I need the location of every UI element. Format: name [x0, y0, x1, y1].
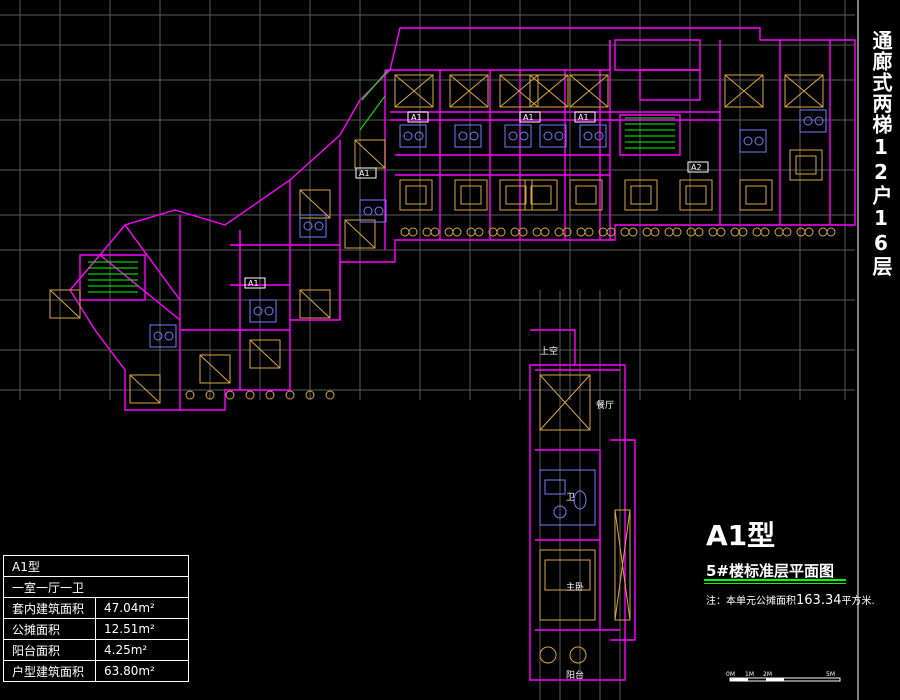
unit-tags: A1 A1 A1 A1 A1 A2 — [244, 111, 709, 289]
row-value: 4.25m² — [95, 639, 189, 661]
unit-tag: A1 — [523, 113, 534, 122]
title-underline — [704, 579, 846, 581]
unit-detail-furniture — [539, 374, 631, 664]
unit-tag: A1 — [411, 113, 422, 122]
room-label: 餐厅 — [596, 399, 614, 411]
scale-label: 5M — [826, 671, 835, 678]
note-value: 163.34 — [796, 593, 842, 608]
stairs — [88, 69, 675, 293]
unit-room-labels: 上空 餐厅 卫 主卧 阳台 — [540, 345, 614, 681]
row-value: 12.51m² — [95, 618, 189, 640]
room-label: 阳台 — [566, 669, 584, 681]
row-label: 户型建筑面积 — [3, 660, 96, 682]
unit-tag: A2 — [691, 163, 702, 172]
scale-label: 2M — [763, 671, 772, 678]
unit-tag: A1 — [578, 113, 589, 122]
furniture — [49, 74, 836, 404]
vertical-title: 通廊式两梯12户16层 — [869, 30, 893, 277]
scale-bar: 0M 1M 2M 5M — [726, 671, 841, 682]
row-label: 套内建筑面积 — [3, 597, 96, 619]
plan-walls — [69, 27, 856, 411]
row-label: 公摊面积 — [3, 618, 96, 640]
room-label: 上空 — [540, 345, 558, 357]
area-note: 注：本单元公摊面积163.34平方米. — [706, 592, 875, 608]
room-label: 主卧 — [566, 581, 584, 593]
note-suffix: 平方米. — [841, 596, 875, 607]
title-underline — [704, 583, 846, 584]
unit-detail-walls — [529, 329, 636, 681]
table-title: A1型 — [3, 555, 189, 577]
scale-label: 0M — [726, 671, 735, 678]
bath-fixtures — [149, 109, 827, 348]
unit-tag: A1 — [359, 169, 370, 178]
row-value: 47.04m² — [95, 597, 189, 619]
row-value: 63.80m² — [95, 660, 189, 682]
unit-tag: A1 — [248, 279, 259, 288]
axis-grid — [0, 0, 855, 700]
row-label: 阳台面积 — [3, 639, 96, 661]
note-prefix: 注：本单元公摊面积 — [706, 596, 796, 607]
room-label: 卫 — [566, 493, 575, 503]
unit-detail-fixtures — [539, 469, 596, 526]
plan-title: 5#楼标准层平面图 — [706, 562, 835, 580]
scale-label: 1M — [745, 671, 754, 678]
table-layout: 一室一厅一卫 — [3, 576, 189, 598]
type-title: A1型 — [706, 519, 776, 552]
